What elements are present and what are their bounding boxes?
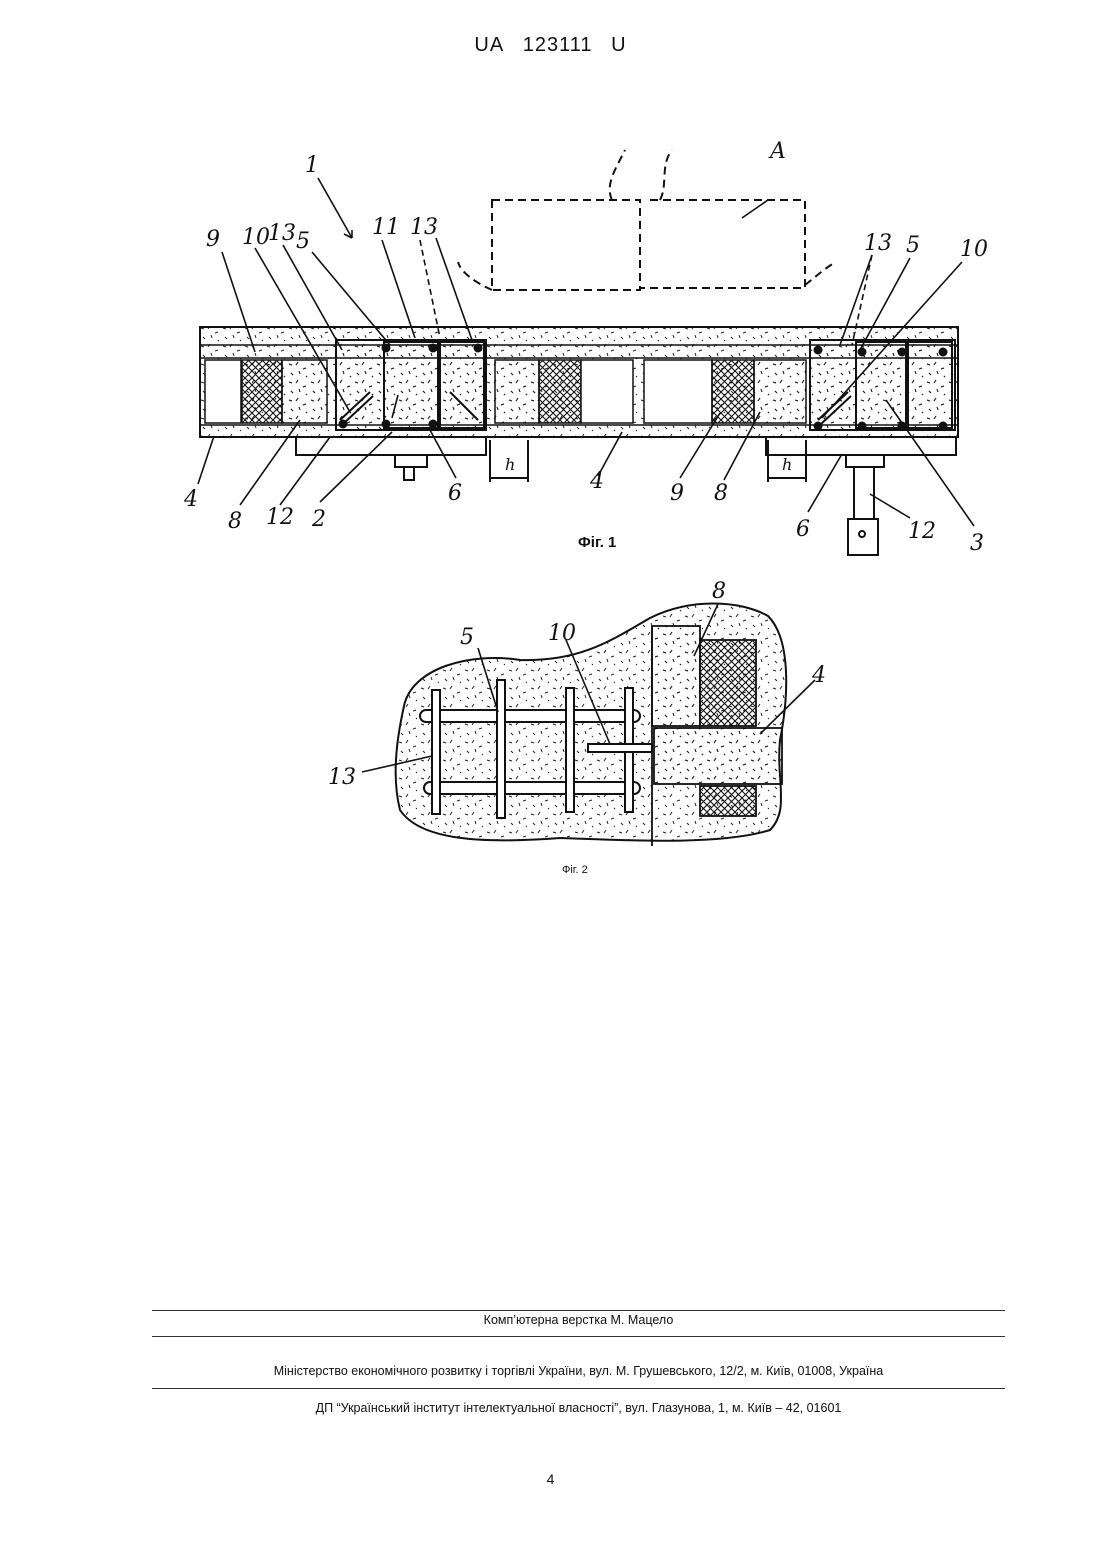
load-a-dashed	[458, 150, 836, 290]
page-number: 4	[0, 1471, 1101, 1487]
ref-label: 12	[908, 519, 936, 544]
insulation-blocks	[205, 360, 806, 423]
ref-label: 6	[448, 481, 462, 506]
ref-label: 8	[228, 509, 242, 534]
ref-label: h	[505, 455, 515, 474]
ref-label: A	[768, 139, 786, 164]
ref-label: 13	[864, 231, 892, 256]
ref-label: 10	[548, 621, 576, 646]
ref-label: 8	[712, 579, 726, 604]
ref-label: 5	[296, 229, 310, 254]
footer-layout-credit: Комп’ютерна верстка М. Мацело	[152, 1313, 1005, 1327]
footer-ministry: Міністерство економічного розвитку і тор…	[152, 1364, 1005, 1378]
ref-label: 6	[796, 517, 810, 542]
ref-label: 4	[183, 487, 198, 512]
ref-label: 2	[311, 507, 326, 532]
ref-label: 10	[242, 225, 270, 250]
joint-node-right	[810, 340, 955, 430]
ref-label: 12	[266, 505, 294, 530]
ref-label: 8	[714, 481, 728, 506]
joint-node-left	[336, 340, 486, 430]
ref-label: 4	[589, 469, 604, 494]
figure-1-drawing: 1 9 10 13 5 11 13 A 13 5 10 4 8 12 2 6 h…	[183, 139, 988, 556]
ref-label: 5	[460, 625, 474, 650]
footer-divider	[152, 1336, 1005, 1337]
ref-label: 10	[960, 237, 988, 262]
ref-label: 13	[268, 221, 296, 246]
supports	[296, 437, 956, 555]
ref-label: 9	[670, 481, 684, 506]
ref-label: 4	[811, 663, 826, 688]
ref-label: h	[782, 455, 792, 474]
figure-2-drawing: 8 5 10 4 13	[328, 579, 826, 846]
figure-1-caption: Фіг. 1	[578, 534, 616, 551]
ref-label: 9	[206, 227, 220, 252]
footer-divider	[152, 1388, 1005, 1389]
ref-label: 3	[970, 531, 984, 556]
ref-label: 13	[328, 765, 356, 790]
figure-2-caption: Фіг. 2	[562, 864, 588, 876]
ref-label: 1	[305, 153, 319, 178]
ref-label: 5	[906, 233, 920, 258]
ref-label: 11	[372, 215, 400, 240]
ref-label: 13	[410, 215, 438, 240]
footer-divider	[152, 1310, 1005, 1311]
footer-institute: ДП “Український інститут інтелектуальної…	[152, 1401, 1005, 1415]
